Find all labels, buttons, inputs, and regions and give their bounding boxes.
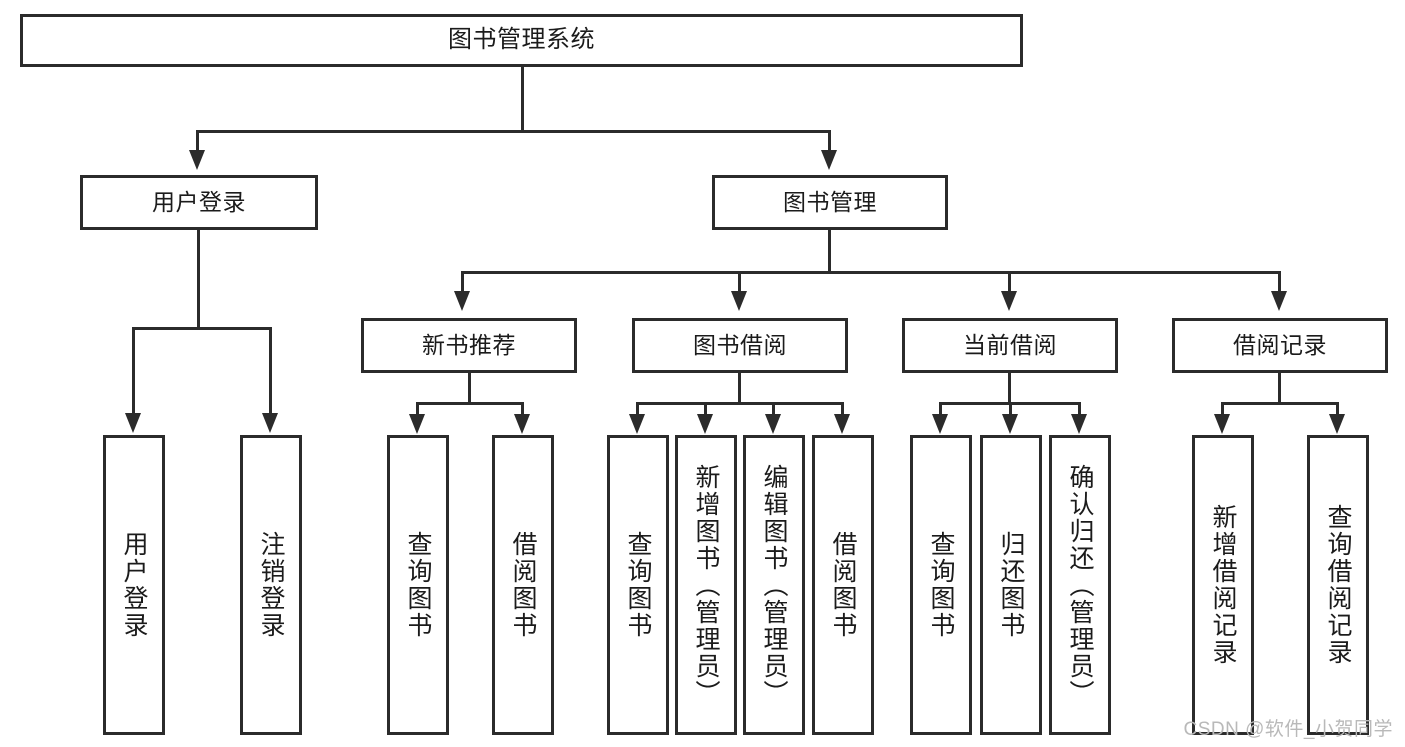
connector-new-book-drop-2 bbox=[521, 402, 524, 416]
leaf-label: 编辑图书（管理员） bbox=[760, 463, 788, 707]
arrowhead-leaf-query-record bbox=[1329, 414, 1345, 434]
arrowhead-leaf-borrow-book-1 bbox=[514, 414, 530, 434]
leaf-label: 查询图书 bbox=[404, 531, 432, 639]
connector-book-manage-drop-2 bbox=[738, 271, 741, 293]
leaf-label: 新增图书（管理员） bbox=[692, 463, 720, 707]
leaf-edit-book-admin[interactable]: 编辑图书（管理员） bbox=[743, 435, 805, 735]
arrowhead-leaf-add-record bbox=[1214, 414, 1230, 434]
connector-root-stem bbox=[521, 67, 524, 133]
leaf-query-book-recommend[interactable]: 查询图书 bbox=[387, 435, 449, 735]
connector-book-borrow-drop-2 bbox=[704, 402, 707, 416]
arrowhead-leaf-query-book-1 bbox=[409, 414, 425, 434]
leaf-label: 借阅图书 bbox=[829, 531, 857, 639]
arrowhead-leaf-add-book bbox=[697, 414, 713, 434]
connector-current-borrow-drop-1 bbox=[939, 402, 942, 416]
arrowhead-user-login bbox=[189, 150, 205, 170]
arrowhead-leaf-query-book-2 bbox=[629, 414, 645, 434]
arrowhead-leaf-confirm-return bbox=[1071, 414, 1087, 434]
connector-book-borrow-drop-1 bbox=[636, 402, 639, 416]
connector-book-borrow-bus bbox=[636, 402, 844, 405]
connector-current-borrow-drop-3 bbox=[1078, 402, 1081, 416]
leaf-query-borrow-record[interactable]: 查询借阅记录 bbox=[1307, 435, 1369, 735]
leaf-borrow-book[interactable]: 借阅图书 bbox=[812, 435, 874, 735]
node-user-login[interactable]: 用户登录 bbox=[80, 175, 318, 230]
leaf-label: 新增借阅记录 bbox=[1209, 504, 1237, 666]
leaf-label: 查询图书 bbox=[624, 531, 652, 639]
leaf-query-book-borrow[interactable]: 查询图书 bbox=[607, 435, 669, 735]
leaf-label: 借阅图书 bbox=[509, 531, 537, 639]
arrowhead-borrow-record bbox=[1271, 291, 1287, 311]
leaf-label: 查询图书 bbox=[927, 531, 955, 639]
node-book-management[interactable]: 图书管理 bbox=[712, 175, 948, 230]
connector-new-book-stem bbox=[468, 373, 471, 405]
node-label: 用户登录 bbox=[152, 188, 246, 215]
arrowhead-book-manage bbox=[821, 150, 837, 170]
node-label: 当前借阅 bbox=[963, 331, 1057, 358]
node-current-borrow[interactable]: 当前借阅 bbox=[902, 318, 1118, 373]
connector-new-book-drop-1 bbox=[416, 402, 419, 416]
connector-book-manage-drop-4 bbox=[1278, 271, 1281, 293]
connector-new-book-bus bbox=[416, 402, 524, 405]
connector-user-login-stem bbox=[197, 230, 200, 330]
node-label: 借阅记录 bbox=[1233, 331, 1327, 358]
connector-book-borrow-stem bbox=[738, 373, 741, 405]
connector-book-borrow-drop-3 bbox=[772, 402, 775, 416]
connector-book-manage-drop-3 bbox=[1008, 271, 1011, 293]
arrowhead-new-book-recommend bbox=[454, 291, 470, 311]
connector-book-manage-bus bbox=[461, 271, 1281, 274]
node-label: 图书借阅 bbox=[693, 331, 787, 358]
leaf-label: 注销登录 bbox=[257, 531, 285, 639]
leaf-add-book-admin[interactable]: 新增图书（管理员） bbox=[675, 435, 737, 735]
node-label: 图书管理 bbox=[783, 188, 877, 215]
connector-book-borrow-drop-4 bbox=[841, 402, 844, 416]
node-new-book-recommend[interactable]: 新书推荐 bbox=[361, 318, 577, 373]
connector-user-login-drop-2 bbox=[269, 327, 272, 415]
leaf-query-book-current[interactable]: 查询图书 bbox=[910, 435, 972, 735]
connector-borrow-record-bus bbox=[1221, 402, 1339, 405]
arrowhead-leaf-edit-book bbox=[765, 414, 781, 434]
leaf-borrow-book-recommend[interactable]: 借阅图书 bbox=[492, 435, 554, 735]
arrowhead-leaf-return-book bbox=[1002, 414, 1018, 434]
leaf-label: 查询借阅记录 bbox=[1324, 504, 1352, 666]
node-borrow-record[interactable]: 借阅记录 bbox=[1172, 318, 1388, 373]
arrowhead-leaf-user-login bbox=[125, 413, 141, 433]
connector-borrow-record-drop-1 bbox=[1221, 402, 1224, 416]
connector-user-login-bus bbox=[132, 327, 272, 330]
arrowhead-leaf-borrow-book-2 bbox=[834, 414, 850, 434]
leaf-label: 归还图书 bbox=[997, 531, 1025, 639]
arrowhead-current-borrow bbox=[1001, 291, 1017, 311]
connector-book-manage-drop-1 bbox=[461, 271, 464, 293]
leaf-return-book[interactable]: 归还图书 bbox=[980, 435, 1042, 735]
connector-borrow-record-drop-2 bbox=[1336, 402, 1339, 416]
connector-root-to-book-manage bbox=[828, 130, 831, 152]
node-label: 新书推荐 bbox=[422, 331, 516, 358]
connector-root-to-user-login bbox=[196, 130, 199, 152]
connector-user-login-drop-1 bbox=[132, 327, 135, 415]
leaf-label: 用户登录 bbox=[120, 531, 148, 639]
node-book-borrow[interactable]: 图书借阅 bbox=[632, 318, 848, 373]
leaf-add-borrow-record[interactable]: 新增借阅记录 bbox=[1192, 435, 1254, 735]
arrowhead-leaf-query-book-3 bbox=[932, 414, 948, 434]
connector-current-borrow-stem bbox=[1008, 373, 1011, 405]
node-label: 图书管理系统 bbox=[448, 26, 595, 54]
arrowhead-leaf-logout bbox=[262, 413, 278, 433]
connector-borrow-record-stem bbox=[1278, 373, 1281, 405]
node-root-system[interactable]: 图书管理系统 bbox=[20, 14, 1023, 67]
leaf-confirm-return-admin[interactable]: 确认归还（管理员） bbox=[1049, 435, 1111, 735]
connector-root-bus bbox=[196, 130, 831, 133]
leaf-label: 确认归还（管理员） bbox=[1066, 463, 1094, 707]
connector-current-borrow-drop-2 bbox=[1009, 402, 1012, 416]
connector-book-manage-stem bbox=[828, 230, 831, 274]
leaf-logout[interactable]: 注销登录 bbox=[240, 435, 302, 735]
arrowhead-book-borrow bbox=[731, 291, 747, 311]
leaf-user-login[interactable]: 用户登录 bbox=[103, 435, 165, 735]
